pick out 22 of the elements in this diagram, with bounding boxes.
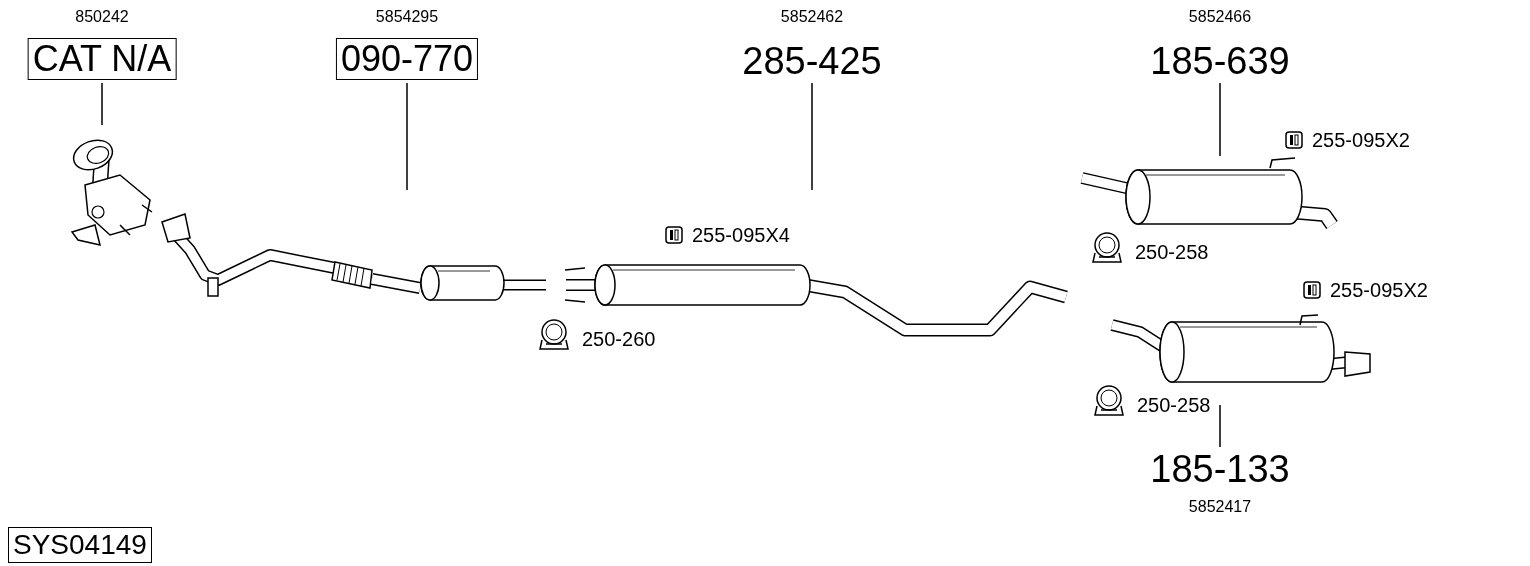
- leader-line: [101, 82, 103, 126]
- part-number-box: 090-770: [335, 38, 479, 80]
- part-number: 285-425: [742, 42, 882, 80]
- system-number-box: SYS04149: [8, 527, 152, 563]
- reference-number: 850242: [75, 8, 129, 26]
- hanger-part-number: 255-095X4: [692, 224, 790, 247]
- clamp-part-number: 250-258: [1135, 241, 1209, 264]
- part-number: 185-133: [1150, 450, 1290, 488]
- leader-line: [811, 82, 813, 191]
- reference-number: 5854295: [375, 8, 439, 26]
- hanger-part-number: 255-095X2: [1330, 279, 1428, 302]
- hanger-part-number: 255-095X2: [1312, 129, 1410, 152]
- part-number-box: CAT N/A: [27, 38, 177, 80]
- clamp-part-number: 250-260: [582, 328, 656, 351]
- reference-number: 5852417: [1188, 498, 1252, 516]
- clamp-part-number: 250-258: [1137, 394, 1211, 417]
- leader-line: [1219, 404, 1221, 448]
- reference-number: 5852466: [1188, 8, 1252, 26]
- reference-number: 5852462: [780, 8, 844, 26]
- leader-line: [406, 82, 408, 191]
- part-number: 185-639: [1150, 42, 1290, 80]
- leader-line: [1219, 82, 1221, 157]
